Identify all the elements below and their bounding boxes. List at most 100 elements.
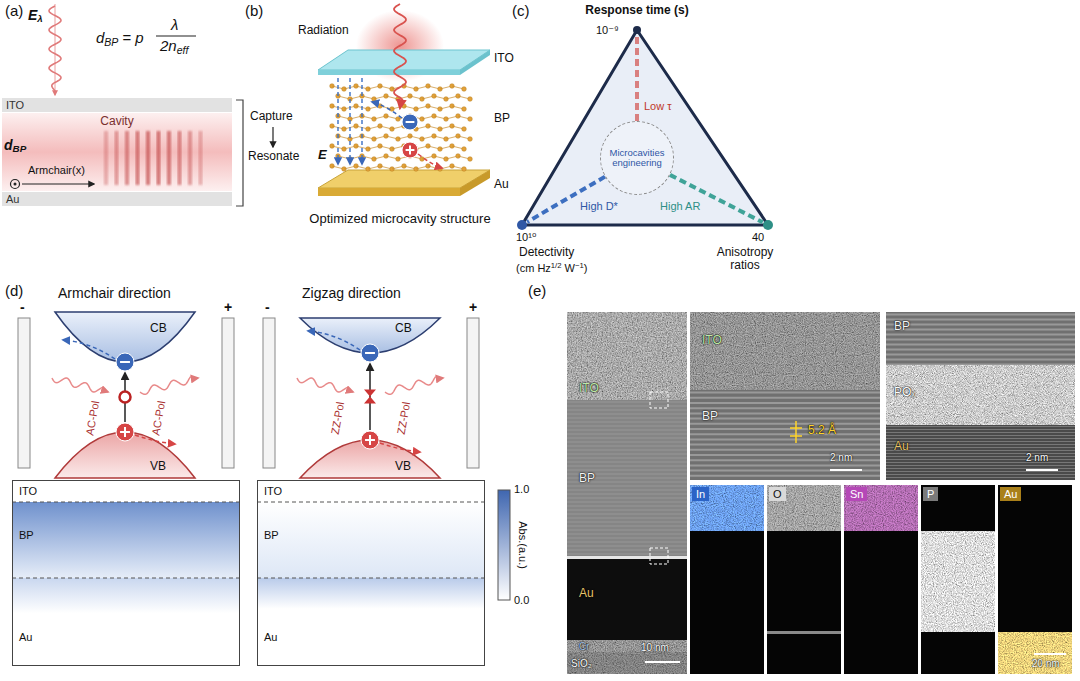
zoom-box xyxy=(650,548,668,564)
outgoing-light xyxy=(140,377,198,395)
bp-atom xyxy=(462,87,467,92)
node-label: SiO₂ xyxy=(571,658,592,669)
element-badge: Au xyxy=(1000,487,1021,501)
light-wave xyxy=(49,6,61,92)
metric-triangle xyxy=(522,30,768,225)
ito-plate-side xyxy=(460,50,490,75)
electron xyxy=(361,344,379,362)
forbidden-symbol xyxy=(364,390,376,404)
node-label: BP xyxy=(264,529,279,541)
lattice-fringe xyxy=(567,418,687,419)
scale-bar xyxy=(645,661,680,663)
scale-bar xyxy=(830,469,862,471)
lattice-fringe xyxy=(886,339,1075,341)
label-text: ZZ-Pol xyxy=(328,401,346,436)
lattice-fringe xyxy=(567,422,687,423)
polarity-sign: - xyxy=(20,300,25,315)
label-text: ITO xyxy=(494,51,514,65)
electron-path xyxy=(63,340,115,359)
lattice-fringe xyxy=(567,470,687,471)
standing-wave-bar xyxy=(136,131,140,185)
bp-atom xyxy=(462,127,467,132)
label-text: (c) xyxy=(512,2,530,19)
ito-region xyxy=(12,480,240,502)
axis-label: Armchair(x) xyxy=(28,164,85,176)
ito-plate-side xyxy=(318,70,460,75)
lattice-fringe xyxy=(690,392,880,394)
oxide-line xyxy=(567,556,687,559)
standing-wave-bar xyxy=(125,131,129,185)
hole xyxy=(361,431,379,449)
label-text: d xyxy=(96,29,104,46)
electron-path xyxy=(372,102,402,118)
node-label: 5.2 Å xyxy=(808,424,836,437)
axis-title: Response time (s) xyxy=(585,4,688,17)
step-label: Resonate xyxy=(248,150,299,163)
label-text: - xyxy=(20,299,25,315)
label-text: ) xyxy=(584,262,588,274)
label-text: d xyxy=(4,137,13,153)
micrograph-texture xyxy=(767,485,841,531)
lattice-fringe xyxy=(690,470,880,472)
lattice-fringe xyxy=(886,438,1075,439)
lattice-fringe xyxy=(567,410,687,411)
field-arrow xyxy=(349,78,350,164)
lattice-fringe xyxy=(886,319,1075,321)
hole xyxy=(402,142,418,158)
absorption-map: ITOBPAu xyxy=(257,480,485,666)
oxygen-trace xyxy=(767,631,841,634)
colorbar-value: 1.0 xyxy=(514,483,529,495)
bp-absorption xyxy=(12,502,240,578)
polarity-sign: + xyxy=(224,300,232,315)
hrtem-image: ITOBP5.2 Å2 nm xyxy=(690,312,880,480)
node-label: ITO xyxy=(702,334,722,347)
lattice-fringe xyxy=(886,324,1075,326)
part-label: ITO xyxy=(494,52,514,65)
lattice-fringe xyxy=(567,510,687,511)
metric-axis xyxy=(635,36,639,121)
node-label: ITO xyxy=(6,99,24,111)
formula-part: 2neff xyxy=(160,38,188,56)
lattice-fringe xyxy=(886,474,1075,475)
element-badge: O xyxy=(769,487,786,501)
illustration xyxy=(2,4,1075,674)
panel-letter: (d) xyxy=(5,283,23,300)
interface-line xyxy=(257,578,485,579)
micrograph-texture xyxy=(921,531,995,632)
label-text: Optimized microcavity structure xyxy=(309,211,490,226)
lattice-fringe xyxy=(567,434,687,435)
node-label: BP xyxy=(702,410,718,423)
hole xyxy=(116,423,134,441)
node-label: Au xyxy=(264,631,277,643)
eds-map xyxy=(690,485,764,674)
electrode xyxy=(18,318,30,468)
bp-layer-image xyxy=(567,400,687,556)
layer-band: Au xyxy=(2,192,232,206)
colorbar-title: Abs.(a.u.) xyxy=(517,521,529,569)
lattice-fringe xyxy=(567,458,687,459)
charge-sign xyxy=(124,427,126,437)
panel-letter: (a) xyxy=(5,3,23,20)
lattice-fringe xyxy=(567,550,687,551)
micrograph-texture xyxy=(844,485,918,531)
lattice-fringe xyxy=(886,432,1075,433)
lattice-fringe xyxy=(567,426,687,427)
lattice-fringe xyxy=(567,450,687,451)
tem-image: ITOBPAuCrSiO₂10 nm xyxy=(567,312,687,674)
lattice-fringe xyxy=(567,526,687,527)
scale-bar xyxy=(1034,653,1066,655)
lattice-fringe xyxy=(567,402,687,403)
formula-part: dBP= p xyxy=(96,30,144,48)
lattice-fringe xyxy=(690,428,880,430)
label-text: W xyxy=(565,262,575,274)
label-text: CB xyxy=(395,321,412,335)
polarization-label: ZZ-Pol xyxy=(328,401,346,436)
field-symbol: E xyxy=(318,148,327,162)
label-text: CB xyxy=(150,321,167,335)
field-arrow xyxy=(361,78,362,164)
part-label: Au xyxy=(494,178,509,191)
label-text: Abs.(a.u.) xyxy=(517,521,529,569)
lattice-fringe xyxy=(567,502,687,503)
standing-wave-bar xyxy=(115,131,119,185)
